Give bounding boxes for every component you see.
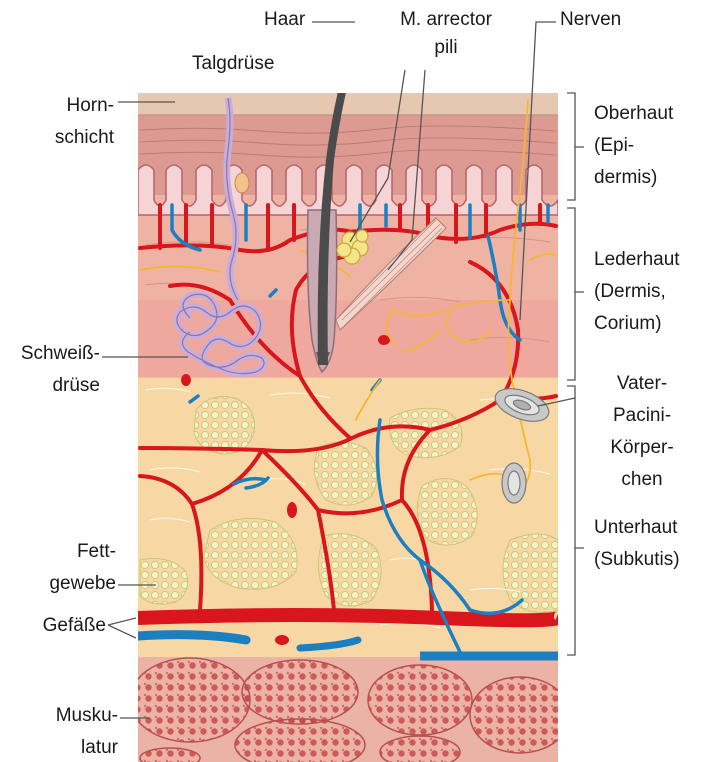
- label-arrector-line1: M. arrector: [386, 8, 506, 32]
- label-pacini-line1: Vater-: [590, 372, 694, 396]
- label-talgdruese: Talgdrüse: [192, 52, 274, 76]
- label-oberhaut-line2: (Epi-: [594, 134, 634, 158]
- label-schweiss-line2: drüse: [4, 374, 100, 398]
- label-pacini-line3: Körper-: [590, 436, 694, 460]
- label-haar: Haar: [264, 8, 305, 32]
- label-pacini-line4: chen: [590, 468, 694, 492]
- large-vein: [138, 635, 246, 640]
- label-lederhaut-line3: Corium): [594, 312, 662, 336]
- label-oberhaut-line3: dermis): [594, 166, 657, 190]
- label-arrector-line2: pili: [386, 36, 506, 60]
- label-hornschicht-line1: Horn-: [10, 94, 114, 118]
- label-schweiss-line1: Schweiß-: [4, 342, 100, 366]
- horn-layer: [138, 93, 558, 115]
- label-hornschicht-line2: schicht: [10, 126, 114, 150]
- large-artery: [138, 614, 561, 620]
- label-oberhaut-line1: Oberhaut: [594, 102, 673, 126]
- label-unterhaut-line1: Unterhaut: [594, 516, 677, 540]
- label-lederhaut-line2: (Dermis,: [594, 280, 666, 304]
- label-muskel-line2: latur: [10, 736, 118, 760]
- label-nerven: Nerven: [560, 8, 621, 32]
- label-fett-line2: gewebe: [10, 572, 116, 596]
- label-lederhaut-line1: Lederhaut: [594, 248, 680, 272]
- label-muskel-line1: Musku-: [10, 704, 118, 728]
- label-unterhaut-line2: (Subkutis): [594, 548, 680, 572]
- label-gefaesse: Gefäße: [4, 614, 106, 638]
- label-fett-line1: Fett-: [10, 540, 116, 564]
- label-pacini-line2: Pacini-: [590, 404, 694, 428]
